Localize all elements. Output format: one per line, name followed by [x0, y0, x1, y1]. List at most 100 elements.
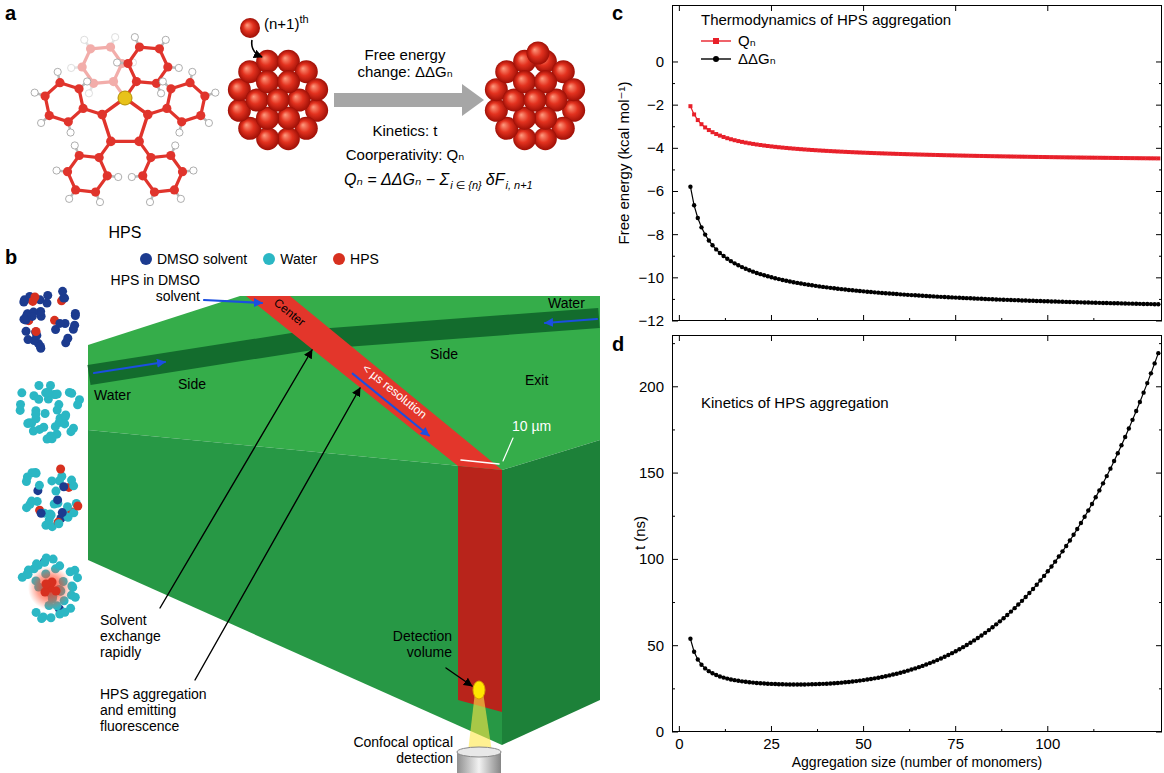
data-marker	[1031, 155, 1035, 159]
label: Side	[178, 376, 206, 392]
data-marker	[1090, 156, 1094, 160]
particle	[53, 405, 62, 414]
data-marker	[1083, 156, 1087, 160]
carbon-atom	[91, 187, 100, 196]
legend-swatch	[263, 253, 275, 265]
legend-item: ΔΔGₙ	[700, 50, 776, 68]
particle	[42, 299, 51, 308]
particle-cluster	[22, 465, 82, 532]
particle	[31, 410, 40, 419]
particle	[69, 325, 78, 334]
data-marker	[1142, 156, 1146, 160]
data-marker	[703, 666, 707, 670]
data-marker	[1071, 533, 1075, 537]
data-marker	[884, 151, 888, 155]
data-marker	[1156, 156, 1160, 160]
data-marker	[1097, 488, 1101, 492]
data-marker	[851, 150, 855, 154]
data-marker	[817, 284, 821, 288]
data-marker	[736, 139, 740, 143]
data-marker	[714, 247, 718, 251]
carbon-atom	[162, 104, 171, 113]
legend: DMSO solventWaterHPS	[140, 251, 395, 267]
data-marker	[854, 150, 858, 154]
detection-spot	[473, 681, 485, 699]
data-marker	[692, 650, 696, 654]
legend-sample	[700, 53, 732, 65]
data-marker	[1064, 155, 1068, 159]
data-marker	[865, 151, 869, 155]
data-marker	[699, 662, 703, 666]
particle	[66, 427, 75, 436]
chip-side-face	[502, 440, 600, 745]
data-marker	[1038, 155, 1042, 159]
leader-arrow	[160, 350, 312, 608]
data-marker	[1090, 502, 1094, 506]
particle	[19, 315, 28, 324]
particle	[61, 410, 70, 419]
data-marker	[1038, 578, 1042, 582]
particle	[56, 465, 65, 474]
data-marker	[692, 203, 696, 207]
data-marker	[696, 657, 700, 661]
data-marker	[744, 141, 748, 145]
particle	[22, 503, 31, 512]
data-marker	[921, 153, 925, 157]
hydrogen-atom	[159, 78, 166, 85]
data-marker	[722, 135, 726, 139]
data-marker	[1145, 156, 1149, 160]
particle	[34, 381, 43, 390]
label: Side	[430, 346, 458, 362]
data-marker	[1060, 549, 1064, 553]
particle	[73, 501, 82, 510]
data-marker	[990, 625, 994, 629]
data-marker	[784, 146, 788, 150]
data-marker	[733, 138, 737, 142]
data-marker	[688, 637, 692, 641]
legend-item: HPS	[333, 251, 379, 267]
leader-line	[503, 438, 513, 461]
hydrogen-atom	[205, 119, 212, 126]
data-marker	[858, 678, 862, 682]
data-marker	[1016, 602, 1020, 606]
carbon-atom	[97, 110, 107, 120]
data-marker	[1108, 466, 1112, 470]
data-marker	[1053, 559, 1057, 563]
data-marker	[1141, 390, 1145, 394]
data-marker	[1002, 154, 1006, 158]
data-marker	[965, 643, 969, 647]
data-marker	[991, 154, 995, 158]
carbon-atom	[155, 44, 164, 53]
data-marker	[755, 142, 759, 146]
tick-label: −12	[639, 312, 664, 329]
hps-cluster	[228, 50, 328, 150]
data-marker	[880, 151, 884, 155]
hydrogen-atom	[176, 129, 183, 136]
data-marker	[961, 645, 965, 649]
particle	[17, 388, 26, 397]
data-marker	[1112, 459, 1116, 463]
data-marker	[795, 147, 799, 151]
data-marker	[961, 154, 965, 158]
hydrogen-atom	[131, 34, 138, 41]
data-marker	[828, 149, 832, 153]
hydrogen-atom	[66, 195, 73, 202]
data-marker	[747, 141, 751, 145]
carbon-atom	[75, 151, 84, 160]
tick-label: 0	[656, 723, 664, 740]
data-marker	[843, 150, 847, 154]
data-marker	[1057, 554, 1061, 558]
data-marker	[983, 631, 987, 635]
data-marker	[1005, 154, 1009, 158]
particle	[60, 419, 69, 428]
data-marker	[1134, 409, 1138, 413]
data-marker	[1105, 156, 1109, 160]
data-marker	[1127, 156, 1131, 160]
particle	[51, 487, 60, 496]
data-marker	[869, 677, 873, 681]
data-marker	[825, 149, 829, 153]
data-marker	[1031, 587, 1035, 591]
data-marker	[1046, 155, 1050, 159]
data-marker	[950, 153, 954, 157]
data-marker	[1116, 451, 1120, 455]
